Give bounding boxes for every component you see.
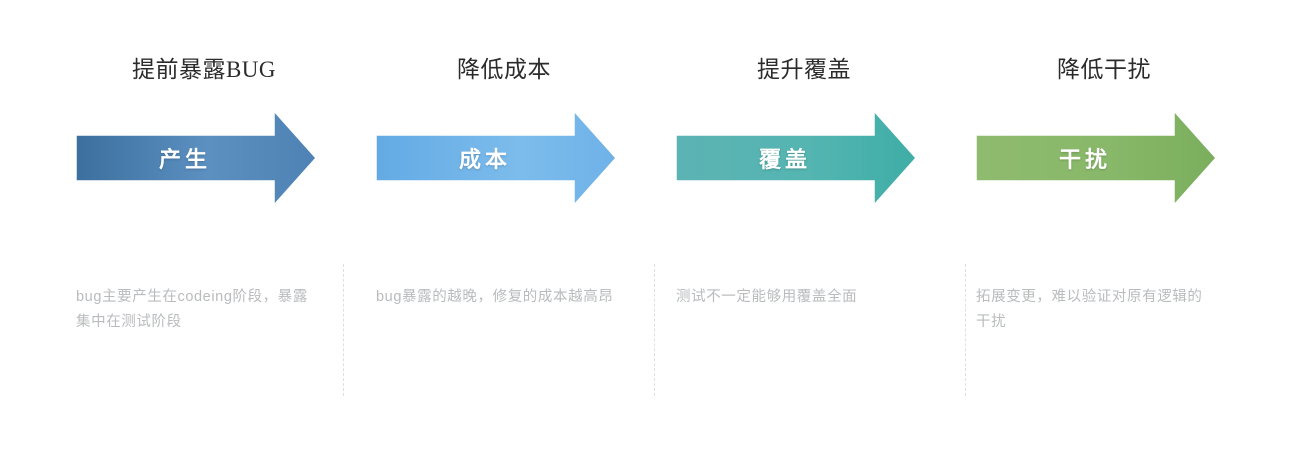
column-produce: 提前暴露BUG 产生 bug主要产生在codeing阶段，暴露集中在测试阶段 [54, 0, 354, 457]
arrow-shape-icon [76, 109, 316, 207]
column-cost: 降低成本 成本 bug暴露的越晚，修复的成本越高昂 [354, 0, 654, 457]
column-divider [965, 264, 966, 396]
column-divider [343, 264, 344, 396]
arrow-produce: 产生 [76, 108, 316, 208]
column-description: 拓展变更，难以验证对原有逻辑的干扰 [976, 289, 1203, 330]
column-heading: 降低成本 [457, 57, 551, 82]
column-interference: 降低干扰 干扰 拓展变更，难以验证对原有逻辑的干扰 [954, 0, 1254, 457]
arrow-coverage: 覆盖 [676, 108, 916, 208]
column-divider [654, 264, 655, 396]
column-description: 测试不一定能够用覆盖全面 [676, 289, 858, 305]
arrow-interference: 干扰 [976, 108, 1216, 208]
column-heading: 提前暴露BUG [131, 57, 277, 82]
arrow-shape-icon [376, 109, 616, 207]
arrow-shape-icon [676, 109, 916, 207]
column-description: bug主要产生在codeing阶段，暴露集中在测试阶段 [76, 289, 308, 330]
arrow-shape-icon [976, 109, 1216, 207]
column-heading: 提升覆盖 [757, 57, 851, 82]
column-heading: 降低干扰 [1057, 57, 1151, 82]
arrow-cost: 成本 [376, 108, 616, 208]
column-description: bug暴露的越晚，修复的成本越高昂 [376, 289, 614, 305]
column-coverage: 提升覆盖 覆盖 测试不一定能够用覆盖全面 [654, 0, 954, 457]
